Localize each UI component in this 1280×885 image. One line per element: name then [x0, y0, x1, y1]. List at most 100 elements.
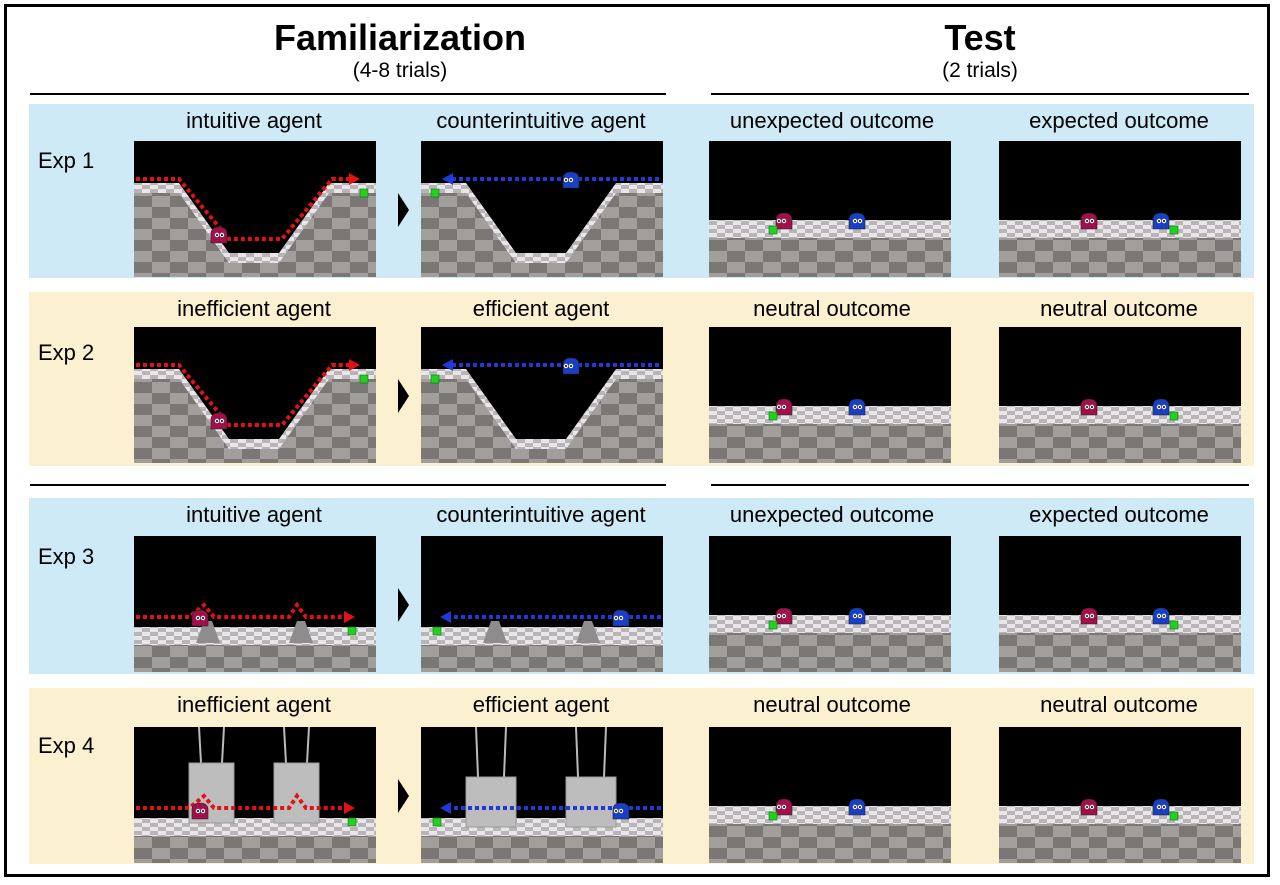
- familiarization-mid-rule: [30, 484, 666, 486]
- goal-cube-icon: [1169, 620, 1179, 630]
- suspension-wire: [221, 727, 225, 764]
- blue-agent-icon: [612, 609, 630, 627]
- sequence-arrow-icon: [398, 779, 409, 813]
- barrier-block: [196, 621, 220, 643]
- condition-label: inefficient agent: [177, 296, 331, 321]
- red-agent-icon: [1080, 798, 1098, 816]
- suspension-wire: [283, 727, 287, 764]
- familiarization-header: Familiarization (4-8 trials): [190, 18, 610, 84]
- stimulus-scene: [421, 327, 663, 463]
- condition-label: neutral outcome: [1040, 692, 1198, 717]
- stimulus-scene: [709, 536, 951, 672]
- blue-agent-icon: [562, 357, 580, 375]
- goal-cube-icon: [359, 374, 369, 384]
- stimulus-scene: [134, 536, 376, 672]
- blue-agent-icon: [848, 607, 866, 625]
- suspension-wire: [575, 727, 579, 778]
- stimulus-scene: [134, 141, 376, 277]
- red-path-dotted-line: [136, 177, 352, 241]
- arrowhead-right-icon: [349, 359, 360, 371]
- red-path-dotted-line: [136, 363, 352, 427]
- stimulus-scene: [709, 141, 951, 277]
- goal-cube-icon: [1169, 225, 1179, 235]
- test-mid-rule: [711, 484, 1249, 486]
- test-header-rule: [711, 93, 1249, 95]
- blue-agent-icon: [1152, 398, 1170, 416]
- experiment-label: Exp 1: [38, 148, 95, 173]
- familiarization-header-rule: [30, 93, 666, 95]
- barrier-block: [576, 621, 600, 643]
- stimulus-scene: [999, 327, 1241, 463]
- red-agent-icon: [1080, 212, 1098, 230]
- arrowhead-left-icon: [442, 173, 453, 185]
- blue-agent-icon: [612, 802, 630, 820]
- red-agent-icon: [775, 607, 793, 625]
- blue-agent-icon: [1152, 798, 1170, 816]
- condition-label: intuitive agent: [186, 502, 322, 527]
- occluder-screen: [273, 762, 320, 824]
- goal-cube-icon: [432, 626, 442, 636]
- stimulus-scene: [709, 727, 951, 863]
- barrier-block: [289, 621, 313, 643]
- red-agent-icon: [775, 212, 793, 230]
- condition-label: neutral outcome: [753, 296, 911, 321]
- goal-cube-icon: [768, 620, 778, 630]
- condition-label: efficient agent: [472, 692, 610, 717]
- sequence-arrow-icon: [398, 379, 409, 413]
- red-agent-icon: [191, 609, 209, 627]
- goal-cube-icon: [430, 374, 440, 384]
- stimulus-scene: [709, 327, 951, 463]
- condition-label: intuitive agent: [186, 108, 322, 133]
- stimulus-scene: [421, 727, 663, 863]
- goal-cube-icon: [432, 817, 442, 827]
- condition-label: counterintuitive agent: [436, 108, 646, 133]
- stimulus-scene: [134, 327, 376, 463]
- stimulus-scene: [421, 536, 663, 672]
- barrier-block: [483, 621, 507, 643]
- stimulus-scene: [999, 727, 1241, 863]
- goal-cube-icon: [768, 225, 778, 235]
- condition-label: expected outcome: [1029, 502, 1209, 527]
- test-subtitle: (2 trials): [942, 59, 1018, 82]
- red-path-dotted-line: [136, 601, 346, 619]
- condition-label: neutral outcome: [1040, 296, 1198, 321]
- test-title: Test: [944, 17, 1016, 58]
- red-agent-icon: [775, 798, 793, 816]
- arrowhead-right-icon: [349, 173, 360, 185]
- condition-label: unexpected outcome: [729, 502, 935, 527]
- goal-cube-icon: [1169, 411, 1179, 421]
- red-agent-icon: [210, 226, 228, 244]
- occluder-screen: [565, 776, 617, 828]
- red-path-dotted-line: [136, 792, 346, 810]
- condition-label: neutral outcome: [753, 692, 911, 717]
- blue-agent-icon: [1152, 212, 1170, 230]
- blue-agent-icon: [1152, 607, 1170, 625]
- red-agent-icon: [210, 412, 228, 430]
- occluder-screen: [465, 776, 517, 828]
- suspension-wire: [198, 727, 202, 764]
- arrowhead-right-icon: [344, 802, 355, 814]
- experiment-label: Exp 2: [38, 340, 95, 365]
- red-agent-icon: [1080, 398, 1098, 416]
- blue-agent-icon: [848, 212, 866, 230]
- experiment-label: Exp 4: [38, 733, 95, 758]
- arrowhead-left-icon: [440, 802, 451, 814]
- suspension-wire: [306, 727, 310, 764]
- suspension-wire: [475, 727, 479, 778]
- blue-agent-icon: [562, 171, 580, 189]
- stimulus-scene: [999, 141, 1241, 277]
- red-agent-icon: [1080, 607, 1098, 625]
- suspension-wire: [603, 727, 607, 778]
- sequence-arrow-icon: [398, 193, 409, 227]
- goal-cube-icon: [347, 626, 357, 636]
- arrowhead-left-icon: [440, 611, 451, 623]
- goal-cube-icon: [768, 811, 778, 821]
- test-header: Test (2 trials): [820, 18, 1140, 84]
- blue-agent-icon: [848, 398, 866, 416]
- condition-label: expected outcome: [1029, 108, 1209, 133]
- red-agent-icon: [191, 802, 209, 820]
- goal-cube-icon: [347, 817, 357, 827]
- stimulus-scene: [134, 727, 376, 863]
- goal-cube-icon: [359, 188, 369, 198]
- red-agent-icon: [775, 398, 793, 416]
